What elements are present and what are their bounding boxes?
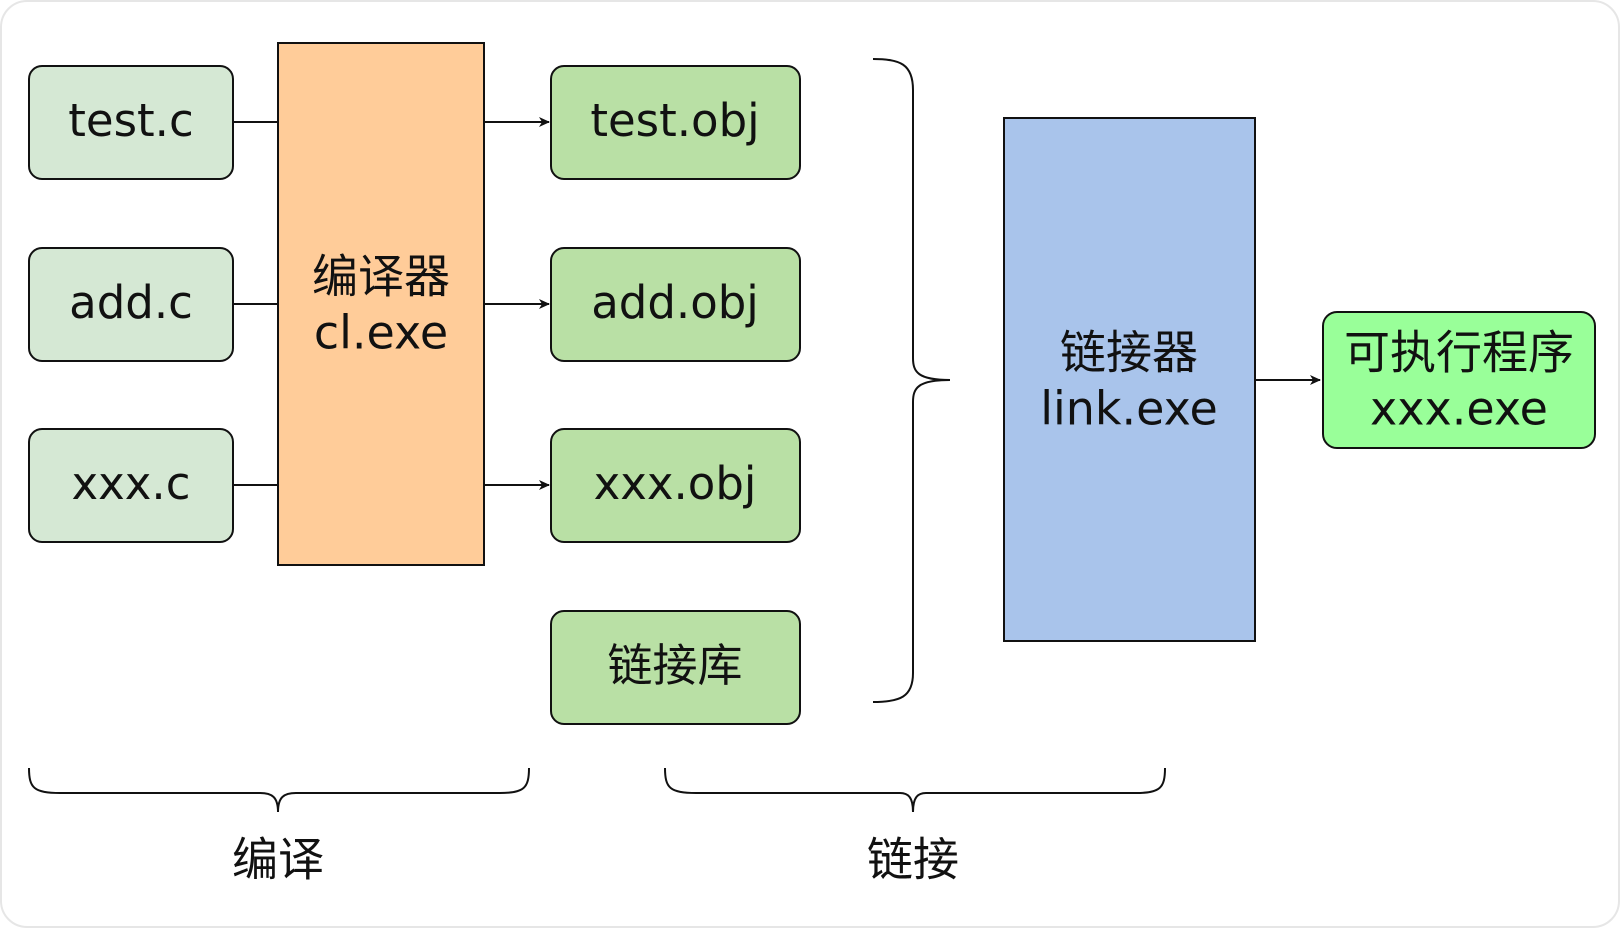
object-file-xxx-obj[interactable]: xxx.obj [550,428,801,543]
object-file-test-obj[interactable]: test.obj [550,65,801,180]
object-label: test.obj [590,94,759,147]
object-box [550,428,801,543]
source-file-xxx-c[interactable]: xxx.c [28,428,234,543]
source-label: add.c [69,276,193,329]
object-box [550,610,801,725]
output-exe: xxx.exe [1370,382,1548,436]
linker-exe: link.exe [1040,382,1218,436]
object-arrows [484,117,550,490]
compiler-exe: cl.exe [314,306,448,360]
object-file-add-obj[interactable]: add.obj [550,247,801,362]
object-label: 链接库 [607,639,742,692]
object-label: add.obj [591,276,759,329]
objects-group-brace [872,58,951,703]
object-label: xxx.obj [594,457,757,510]
source-box [28,247,234,362]
object-box [550,65,801,180]
source-file-add-c[interactable]: add.c [28,247,234,362]
source-box [28,428,234,543]
compiler-box [277,42,485,566]
source-file-test-c[interactable]: test.c [28,65,234,180]
source-connectors [233,121,278,486]
source-label: xxx.c [72,457,191,510]
source-box [28,65,234,180]
link-phase-label: 链接 [867,833,959,887]
compile-phase-label: 编译 [232,833,324,887]
source-label: test.c [68,94,193,147]
linker-name: 链接器 [1060,326,1198,380]
link-phase-brace [664,767,1166,813]
compiler-name: 编译器 [312,250,450,304]
object-file-link-library[interactable]: 链接库 [550,610,801,725]
compile-phase-brace [28,767,530,813]
linker-block[interactable]: 链接器 link.exe [1003,117,1256,642]
output-name: 可执行程序 [1344,326,1574,380]
object-box [550,247,801,362]
compiler-block[interactable]: 编译器 cl.exe [277,42,485,566]
output-executable[interactable]: 可执行程序 xxx.exe [1322,311,1596,449]
output-box [1322,311,1596,449]
linker-box [1003,117,1256,642]
